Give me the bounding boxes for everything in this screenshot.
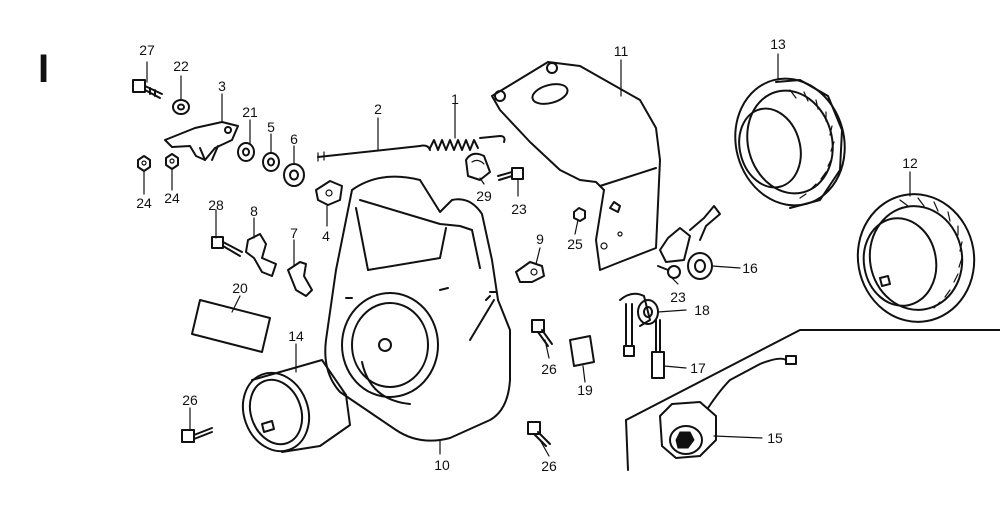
callout-10: 10: [434, 457, 450, 473]
part-19-label: [569, 335, 595, 367]
section-label: I: [38, 47, 49, 91]
callout-3: 3: [218, 78, 226, 94]
part-26-bolt-c: [527, 421, 551, 447]
callout-23a: 23: [511, 201, 527, 217]
callout-24b: 24: [164, 190, 180, 206]
part-15-switch: [659, 355, 797, 459]
callout-25: 25: [567, 236, 583, 252]
callout-17: 17: [690, 360, 706, 376]
part-3-bracket: [164, 121, 239, 161]
part-18-wire: [619, 292, 659, 357]
callout-26a: 26: [182, 392, 198, 408]
inset-border: [625, 329, 1000, 471]
part-26-bolt-b: [531, 319, 553, 347]
part-1-spring: [429, 135, 506, 151]
callout-labels: 27 22 3 21 5 6 24 24 2 1 4 28 8 7 20 14 …: [136, 36, 918, 474]
callout-2: 2: [374, 101, 382, 117]
callout-23b: 23: [670, 289, 686, 305]
part-28-bolt: [211, 236, 243, 257]
part-10-fan-cover: [324, 175, 511, 442]
callout-22: 22: [173, 58, 189, 74]
part-13-recoil-starter: [734, 77, 846, 209]
callout-12: 12: [902, 155, 918, 171]
part-22-washer: [172, 99, 190, 115]
callout-28: 28: [208, 197, 224, 213]
callout-11: 11: [614, 43, 629, 59]
part-23-screw-a: [497, 167, 524, 181]
part-14-air-guide: [241, 359, 351, 453]
callout-8: 8: [250, 203, 258, 219]
callout-16: 16: [742, 260, 758, 276]
callout-4: 4: [322, 228, 330, 244]
part-25-nut: [573, 207, 586, 222]
callout-13: 13: [770, 36, 786, 52]
part-27-bolt: [132, 79, 163, 99]
part-20-label: [191, 299, 271, 353]
callout-26c: 26: [541, 458, 557, 474]
part-21-washer: [237, 142, 255, 162]
part-11-shroud: [491, 61, 661, 271]
part-23-screw-b: [657, 265, 681, 279]
part-4-clip: [315, 180, 343, 206]
callout-7: 7: [290, 225, 298, 241]
part-2-governor-rod: [317, 144, 431, 162]
part-8-lever: [245, 233, 277, 277]
callout-18: 18: [694, 302, 710, 318]
callout-6: 6: [290, 131, 298, 147]
part-12-recoil-starter: [856, 193, 976, 323]
callout-26b: 26: [541, 361, 557, 377]
part-9-clamp: [515, 261, 545, 283]
callout-20: 20: [232, 280, 248, 296]
leader-lines: [143, 53, 911, 457]
part-17-connector: [651, 319, 665, 379]
callout-21: 21: [242, 104, 258, 120]
callout-5: 5: [267, 119, 275, 135]
callout-29: 29: [476, 188, 492, 204]
part-29-grommet: [465, 152, 491, 181]
part-24-nut-a: [137, 155, 151, 172]
part-7-lever: [287, 261, 313, 297]
part-26-bolt-a: [181, 427, 213, 443]
callout-9: 9: [536, 231, 544, 247]
callout-24a: 24: [136, 195, 152, 211]
callout-1: 1: [451, 91, 459, 107]
part-6-collar: [283, 163, 305, 187]
callout-15: 15: [767, 430, 783, 446]
callout-14: 14: [288, 328, 304, 344]
callout-27: 27: [139, 42, 155, 58]
part-5-washer: [262, 152, 280, 172]
part-24-nut-b: [165, 153, 179, 170]
callout-19: 19: [577, 382, 593, 398]
